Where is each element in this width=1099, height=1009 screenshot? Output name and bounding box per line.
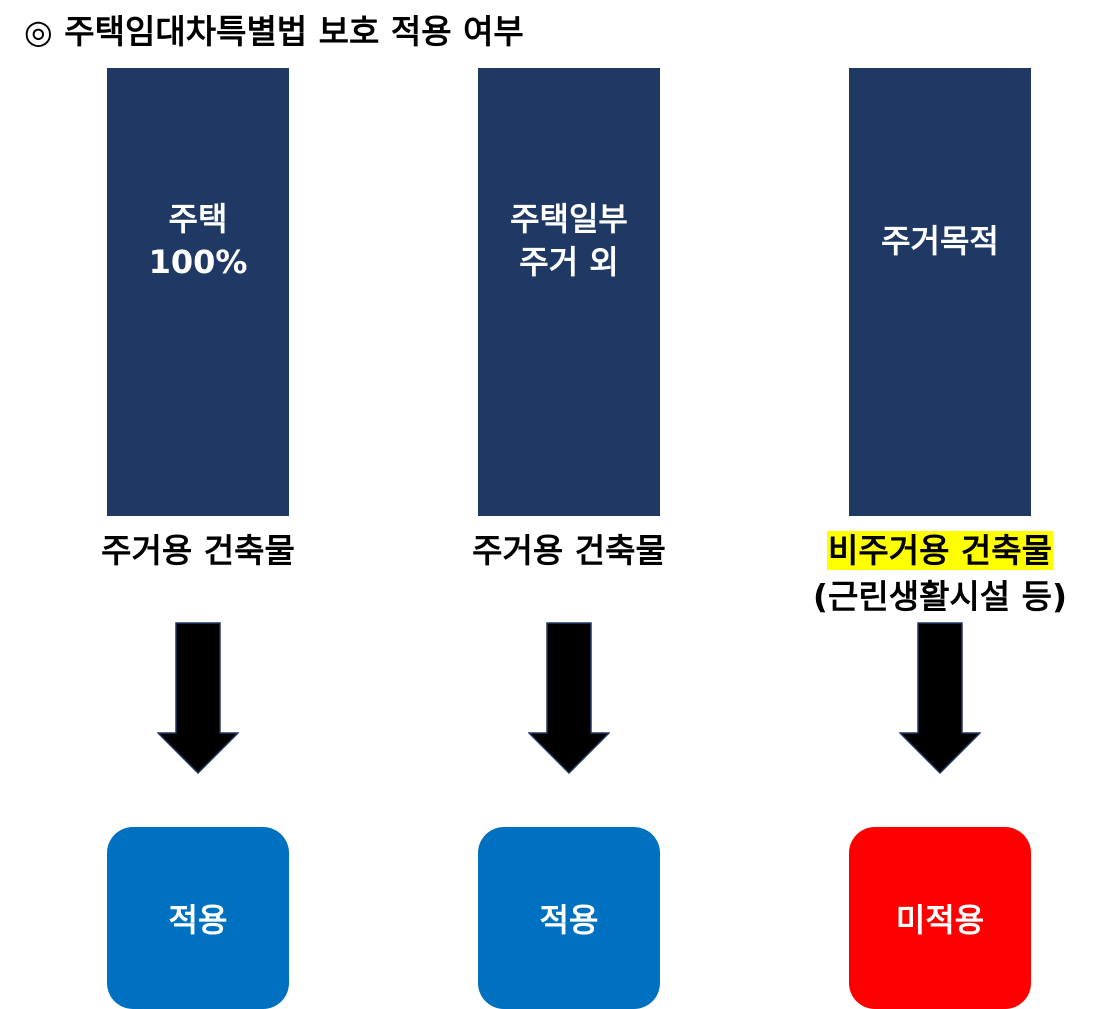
usage-bar-label: 주거목적 [881,221,999,260]
page-title: ◎ 주택임대차특별법 보호 적용 여부 [24,12,524,51]
building-type-label: 주거용 건축물 [419,528,719,574]
usage-bar-label: 주택 100% [148,200,248,281]
down-arrow-icon [899,622,981,774]
usage-bar: 주거목적 [849,68,1031,516]
result-box-applied: 적용 [107,827,289,1009]
column-non-residential: 주거목적 비주거용 건축물 (근린생활시설 등) 미적용 [790,0,1090,1009]
usage-bar-label: 주택일부 주거 외 [510,200,628,281]
building-type-label: 비주거용 건축물 (근린생활시설 등) [790,528,1090,620]
result-label: 적용 [539,901,599,939]
building-type-text: 주거용 건축물 [101,531,295,570]
usage-bar: 주택일부 주거 외 [478,68,660,516]
usage-bar: 주택 100% [107,68,289,516]
building-type-subtext: (근린생활시설 등) [812,577,1068,616]
result-label: 적용 [168,901,228,939]
result-label: 미적용 [895,901,985,939]
building-type-text-highlighted: 비주거용 건축물 [826,531,1053,570]
down-arrow-icon [157,622,239,774]
building-type-text: 주거용 건축물 [472,531,666,570]
building-type-label: 주거용 건축물 [48,528,348,574]
result-box-applied: 적용 [478,827,660,1009]
result-box-not-applied: 미적용 [849,827,1031,1009]
column-residential: 주택 100% 주거용 건축물 적용 [48,0,348,1009]
column-partial-residential: 주택일부 주거 외 주거용 건축물 적용 [419,0,719,1009]
down-arrow-icon [528,622,610,774]
